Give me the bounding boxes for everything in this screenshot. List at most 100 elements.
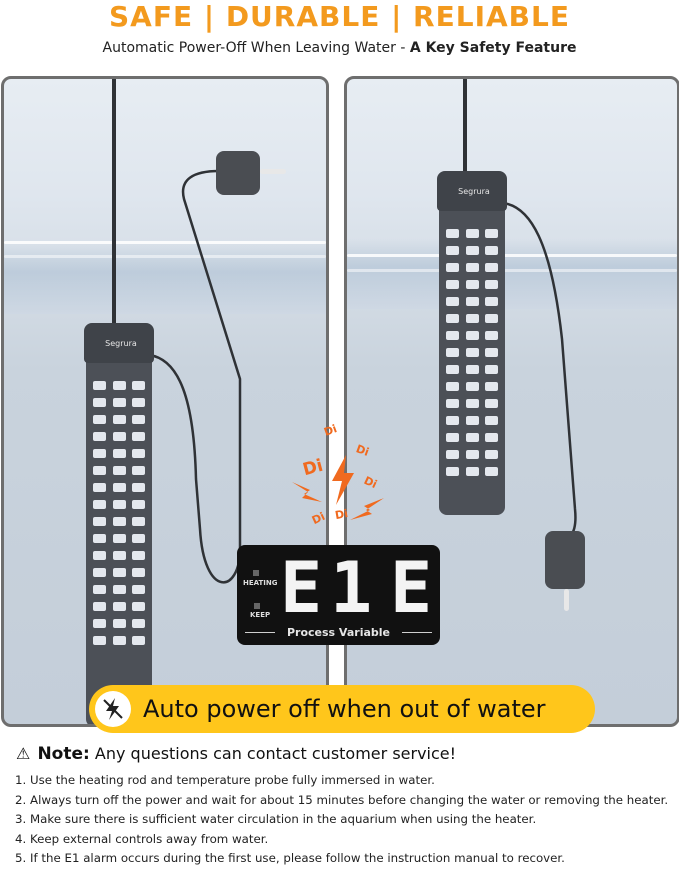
vent-slot xyxy=(446,263,459,272)
vent-row xyxy=(93,547,145,564)
vent-row xyxy=(446,259,498,276)
temperature-probe xyxy=(545,531,585,611)
vent-row xyxy=(446,429,498,446)
vent-slot xyxy=(132,466,145,475)
vent-slot xyxy=(465,331,479,340)
vent-slot xyxy=(132,381,145,390)
vent-slot xyxy=(112,415,126,424)
vent-slot xyxy=(465,450,479,459)
vent-slot xyxy=(485,348,498,357)
display-digit: 1 xyxy=(330,547,373,629)
vent-slot xyxy=(93,432,106,441)
water-ripple xyxy=(4,241,326,244)
vent-row xyxy=(446,276,498,293)
vent-slot xyxy=(446,331,459,340)
vent-slot xyxy=(465,365,479,374)
subheadline-bold: A Key Safety Feature xyxy=(409,40,577,56)
heater-cable xyxy=(463,79,467,179)
vent-slot xyxy=(93,602,106,611)
vent-slot xyxy=(112,568,126,577)
vent-slot xyxy=(132,636,145,645)
caption-rule xyxy=(402,632,432,633)
subheadline-text: Automatic Power-Off When Leaving Water - xyxy=(102,40,410,56)
vent-slot xyxy=(112,636,126,645)
heating-indicator xyxy=(253,570,259,576)
list-item: 5. If the E1 alarm occurs during the fir… xyxy=(15,851,565,865)
vent-slot xyxy=(446,280,459,289)
probe-tip xyxy=(260,169,286,174)
vent-row xyxy=(93,496,145,513)
vent-row xyxy=(446,344,498,361)
vent-slot xyxy=(132,551,145,560)
vent-slot xyxy=(446,382,459,391)
vent-slot xyxy=(446,467,459,476)
vent-slot xyxy=(112,534,126,543)
vent-slot xyxy=(446,365,459,374)
vent-slot xyxy=(446,416,459,425)
vent-row xyxy=(446,242,498,259)
vent-slot xyxy=(485,450,498,459)
temperature-probe xyxy=(216,151,286,195)
keep-label: KEEP xyxy=(250,611,271,619)
vent-slot xyxy=(465,246,479,255)
heater-cable xyxy=(112,79,116,327)
vent-slot xyxy=(485,467,498,476)
auto-power-off-banner: Auto power off when out of water xyxy=(89,685,595,733)
vent-slot xyxy=(485,382,498,391)
vent-row xyxy=(446,412,498,429)
banner-text: Auto power off when out of water xyxy=(143,695,546,723)
vent-slot xyxy=(446,399,459,408)
heater-cap xyxy=(437,171,507,211)
vent-row xyxy=(93,445,145,462)
vent-slot xyxy=(465,229,479,238)
vent-row xyxy=(93,564,145,581)
list-item: 3. Make sure there is sufficient water c… xyxy=(15,812,537,826)
warning-icon: ⚠ xyxy=(16,744,31,763)
vent-row xyxy=(93,513,145,530)
vent-slot xyxy=(465,263,479,272)
vent-row xyxy=(93,377,145,394)
vent-slot xyxy=(112,500,126,509)
vent-slot xyxy=(485,433,498,442)
vent-slot xyxy=(446,229,459,238)
water-ripple xyxy=(347,254,677,257)
display-digit: E xyxy=(390,547,433,629)
vent-slot xyxy=(112,466,126,475)
vent-row xyxy=(93,479,145,496)
vent-row xyxy=(446,446,498,463)
vent-slot xyxy=(112,619,126,628)
temperature-display: HEATING KEEP E 1 E Process Variable xyxy=(237,545,440,645)
vent-row xyxy=(446,463,498,480)
vent-slot xyxy=(132,534,145,543)
vent-row xyxy=(93,428,145,445)
vent-slot xyxy=(465,348,479,357)
display-digit: E xyxy=(280,547,323,629)
vent-slot xyxy=(93,568,106,577)
vent-slot xyxy=(93,551,106,560)
vent-slot xyxy=(93,381,106,390)
vent-slot xyxy=(446,450,459,459)
vent-slot xyxy=(93,415,106,424)
vent-row xyxy=(93,615,145,632)
vent-slot xyxy=(112,602,126,611)
vent-row xyxy=(446,395,498,412)
vent-slot xyxy=(132,449,145,458)
vent-slot xyxy=(112,551,126,560)
heating-label: HEATING xyxy=(243,579,278,587)
list-item: 2. Always turn off the power and wait fo… xyxy=(15,792,669,807)
probe-tip xyxy=(564,589,569,611)
vent-slot xyxy=(465,433,479,442)
vent-slot xyxy=(446,433,459,442)
note-intro: Any questions can contact customer servi… xyxy=(94,744,457,763)
probe-cable xyxy=(148,169,242,584)
list-item: 4. Keep external controls away from wate… xyxy=(15,831,269,846)
vent-slot xyxy=(485,365,498,374)
subheadline: Automatic Power-Off When Leaving Water -… xyxy=(0,38,679,58)
vent-slot xyxy=(485,331,498,340)
vent-row xyxy=(446,293,498,310)
vent-row xyxy=(446,361,498,378)
vent-slot xyxy=(465,382,479,391)
vent-slot xyxy=(93,517,106,526)
vent-slot xyxy=(93,585,106,594)
vent-slot xyxy=(93,534,106,543)
